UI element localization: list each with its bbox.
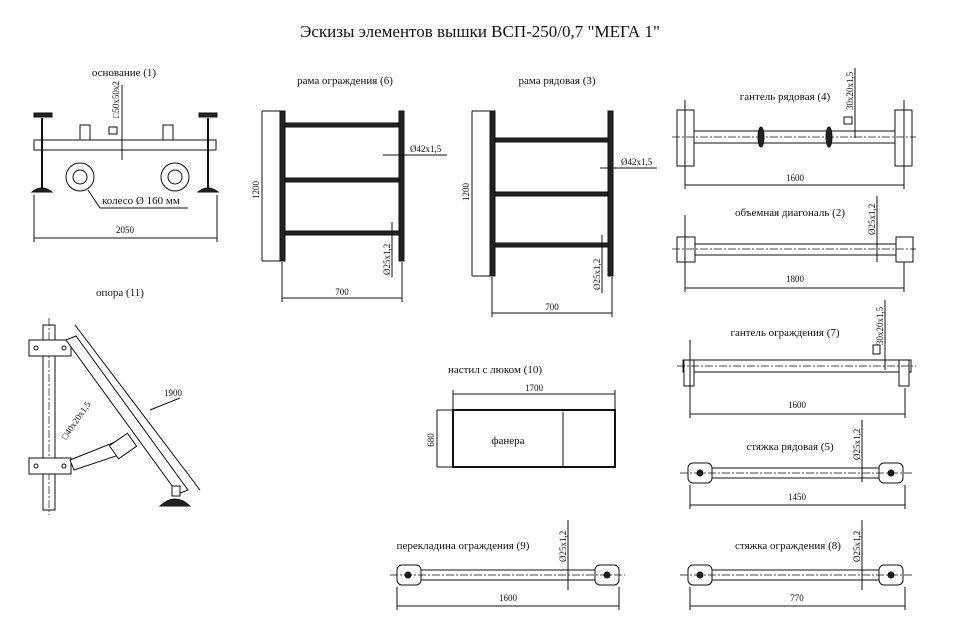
square-profile-icon [108, 126, 118, 135]
spatial-diagonal-profile: Ø25x1,2 [867, 204, 877, 235]
spatial-diagonal-label: объемная диагональ (2) [735, 207, 845, 219]
deck-width: 680 [426, 433, 436, 447]
deck-label: настил с люком (10) [448, 364, 542, 376]
wheel-size: колесо Ø 160 мм [102, 195, 180, 207]
guard-tie-label: стяжка ограждения (8) [735, 540, 841, 552]
guard-tie-drawing: стяжка ограждения (8) Ø25x1,2 770 [680, 520, 912, 610]
guard-crossbar-profile: Ø25x1,2 [558, 531, 568, 562]
guard-dumbbell-length: 1600 [788, 400, 807, 410]
base-label: основание (1) [92, 67, 157, 79]
guard-dumbbell-profile: 30x20x1,5 [875, 306, 885, 345]
row-frame-post: Ø42x1,5 [621, 157, 653, 167]
row-tie-drawing: стяжка рядовая (5) Ø25x1,2 1450 [680, 420, 912, 509]
deck-length: 1700 [525, 383, 544, 393]
row-frame-drawing: рама рядовая (3) 1200 700 Ø42x1,5 Ø25x1,… [461, 75, 657, 317]
row-frame-label: рама рядовая (3) [518, 75, 595, 87]
guard-frame-post: Ø42x1,5 [410, 144, 442, 154]
spatial-diagonal-length: 1800 [786, 274, 805, 284]
row-frame-rung: Ø25x1,2 [592, 259, 602, 290]
guard-tie-profile: Ø25x1,2 [852, 531, 862, 562]
spatial-diagonal-drawing: объемная диагональ (2) Ø25x1,2 1800 [672, 196, 916, 292]
guard-crossbar-drawing: перекладина ограждения (9) Ø25x1,2 1600 [390, 520, 625, 610]
row-dumbbell-profile: 30x20x1,5 [845, 71, 855, 110]
guard-crossbar-length: 1600 [499, 593, 518, 603]
square-profile-icon [872, 344, 881, 355]
support-length: 1900 [164, 388, 183, 398]
guard-crossbar-label: перекладина ограждения (9) [397, 540, 530, 552]
guard-dumbbell-drawing: гантель ограждения (7) 30x20x1,5 1600 [677, 300, 916, 418]
guard-frame-label: рама ограждения (6) [297, 75, 393, 87]
base-length: 2050 [116, 225, 135, 235]
guard-frame-width: 700 [335, 287, 349, 297]
guard-frame-drawing: рама ограждения (6) 1200 700 Ø42x1,5 Ø25… [251, 75, 447, 302]
row-frame-width: 700 [545, 302, 559, 312]
sheet-title: Эскизы элементов вышки ВСП-250/0,7 "МЕГА… [300, 22, 660, 41]
base-profile: □50x50x2 [111, 81, 121, 118]
guard-frame-rung: Ø25x1,2 [382, 244, 392, 275]
square-profile-icon [843, 116, 853, 125]
row-dumbbell-label: гантель рядовая (4) [740, 91, 831, 103]
deck-drawing: настил с люком (10) 1700 680 фанера [426, 364, 616, 468]
row-frame-height: 1200 [461, 183, 471, 202]
base-beam [33, 139, 217, 151]
deck-material: фанера [491, 435, 524, 447]
row-dumbbell-length: 1600 [786, 173, 805, 183]
row-tie-label: стяжка рядовая (5) [746, 441, 834, 453]
guard-dumbbell-label: гантель ограждения (7) [730, 327, 839, 339]
row-dumbbell-drawing: гантель рядовая (4) 30x20x1,5 1600 [672, 68, 916, 189]
row-tie-profile: Ø25x1,2 [852, 429, 862, 460]
support-drawing: опора (11) 1900 □40x20x1,5 [28, 287, 201, 515]
base-drawing: основание (1) □50x50x2 колесо Ø 160 мм 2… [30, 67, 220, 242]
support-label: опора (11) [96, 287, 144, 299]
guard-tie-length: 770 [790, 593, 804, 603]
support-profile: □40x20x1,5 [59, 399, 93, 441]
guard-frame-height: 1200 [251, 181, 261, 200]
row-tie-length: 1450 [788, 492, 807, 502]
